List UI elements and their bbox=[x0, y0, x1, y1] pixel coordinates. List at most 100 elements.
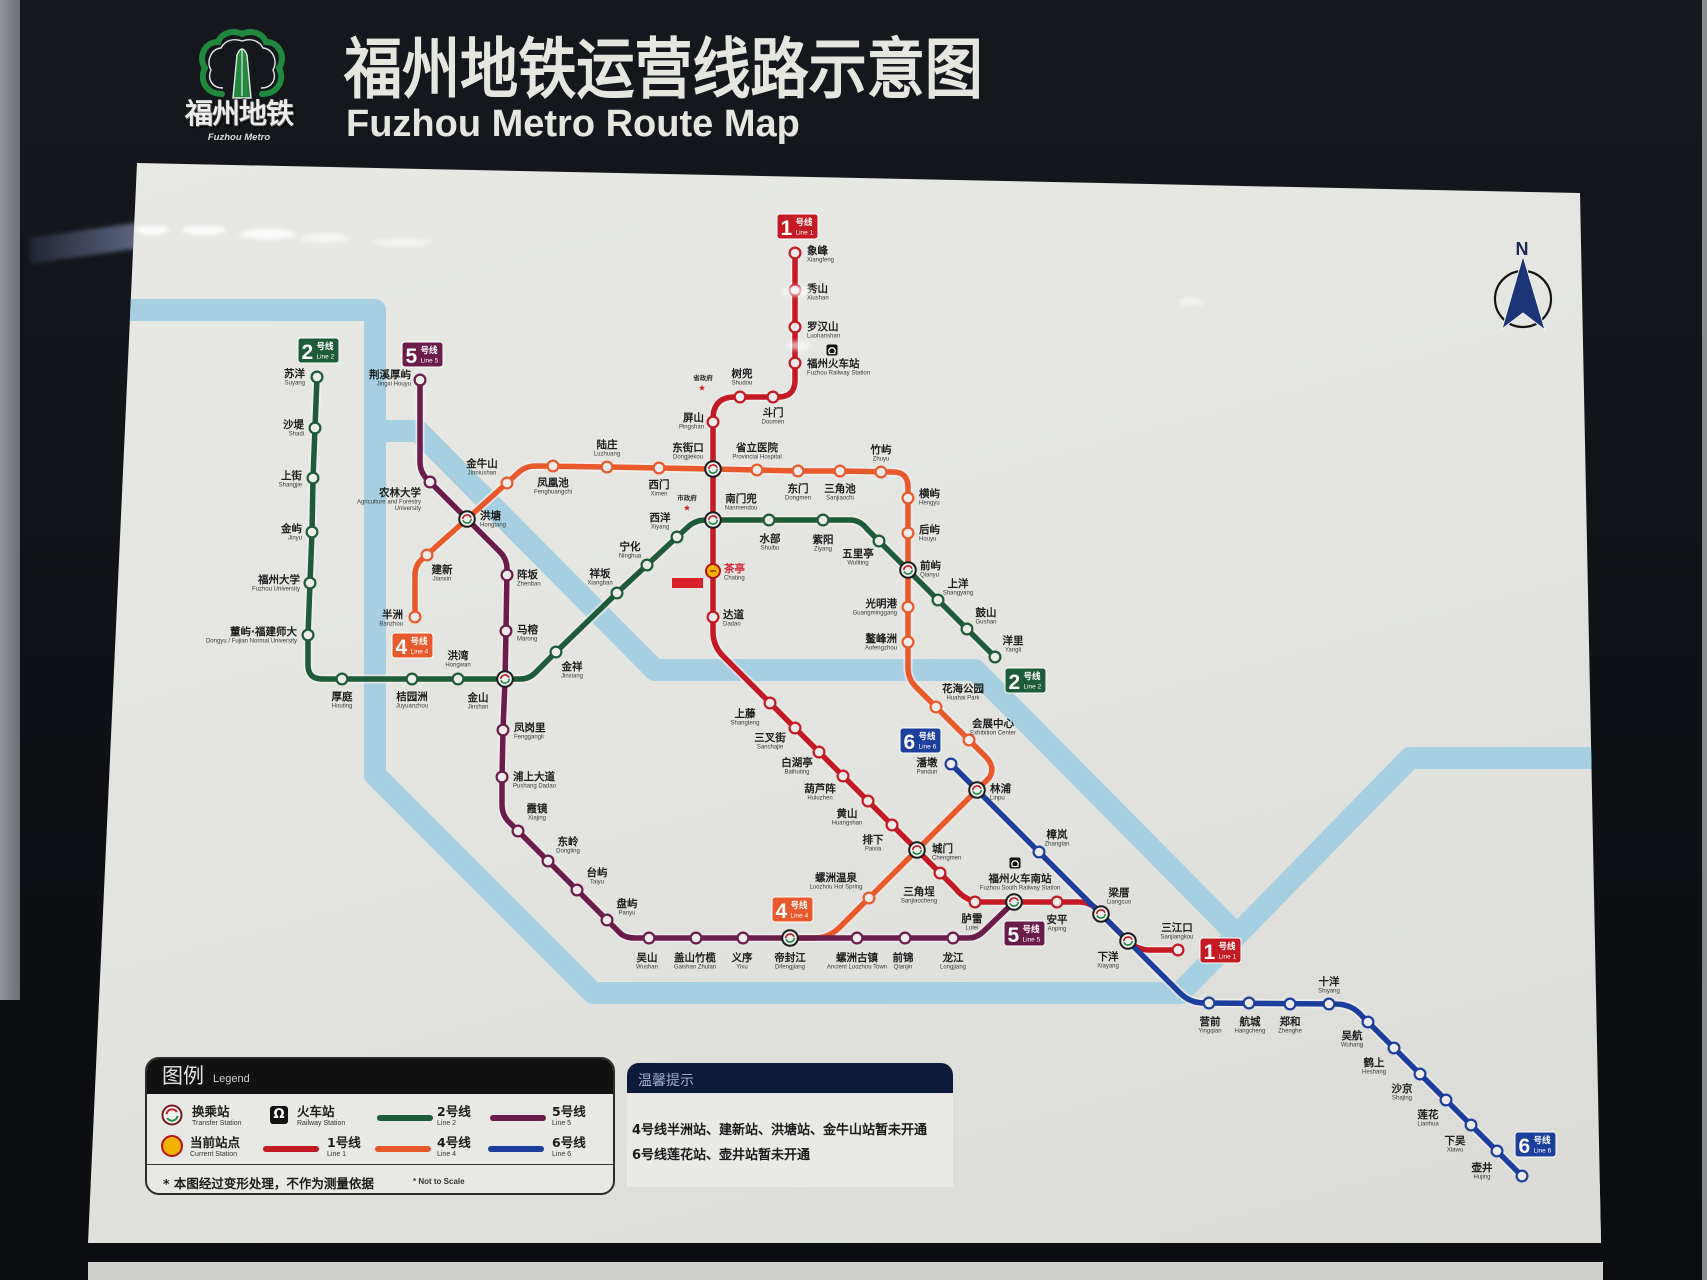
station[interactable] bbox=[901, 635, 915, 649]
station-marker[interactable] bbox=[962, 733, 976, 747]
station-marker[interactable] bbox=[1515, 1169, 1529, 1183]
station-marker[interactable] bbox=[816, 513, 830, 527]
station[interactable] bbox=[496, 670, 514, 688]
station-marker[interactable] bbox=[1322, 997, 1336, 1011]
station[interactable] bbox=[762, 513, 776, 527]
station-marker[interactable] bbox=[1464, 1118, 1478, 1132]
station-marker[interactable] bbox=[750, 463, 764, 477]
station[interactable] bbox=[862, 891, 876, 905]
station[interactable] bbox=[929, 700, 943, 714]
station-marker[interactable] bbox=[1387, 1041, 1401, 1055]
transfer-station-icon[interactable] bbox=[458, 510, 476, 528]
station-marker[interactable] bbox=[600, 460, 614, 474]
station[interactable] bbox=[791, 464, 805, 478]
station-marker[interactable] bbox=[929, 700, 943, 714]
station-marker[interactable] bbox=[495, 770, 509, 784]
station-marker[interactable] bbox=[1490, 1144, 1504, 1158]
station[interactable] bbox=[874, 465, 888, 479]
station-marker[interactable] bbox=[301, 628, 315, 642]
station[interactable] bbox=[500, 476, 514, 490]
station-marker[interactable] bbox=[670, 530, 684, 544]
station[interactable] bbox=[600, 913, 614, 927]
station[interactable] bbox=[451, 672, 465, 686]
station[interactable] bbox=[570, 883, 584, 897]
transfer-station-icon[interactable] bbox=[704, 460, 722, 478]
station[interactable] bbox=[962, 733, 976, 747]
transfer-station-icon[interactable] bbox=[1005, 893, 1023, 911]
station-marker[interactable] bbox=[640, 558, 654, 572]
station-marker[interactable] bbox=[500, 476, 514, 490]
station-marker[interactable] bbox=[850, 931, 864, 945]
station[interactable] bbox=[901, 491, 915, 505]
station-marker[interactable] bbox=[511, 824, 525, 838]
station[interactable] bbox=[1202, 996, 1216, 1010]
station-marker[interactable] bbox=[308, 421, 322, 435]
station[interactable] bbox=[1439, 1093, 1453, 1107]
station-marker[interactable] bbox=[788, 320, 802, 334]
station-marker[interactable] bbox=[420, 548, 434, 562]
station-marker[interactable] bbox=[1242, 996, 1256, 1010]
station[interactable] bbox=[1490, 1144, 1504, 1158]
station-marker[interactable] bbox=[600, 913, 614, 927]
station-marker[interactable] bbox=[766, 390, 780, 404]
station[interactable] bbox=[1322, 997, 1336, 1011]
station-marker[interactable] bbox=[303, 576, 317, 590]
station-marker[interactable] bbox=[901, 635, 915, 649]
station-marker[interactable] bbox=[931, 593, 945, 607]
station[interactable] bbox=[405, 672, 419, 686]
station[interactable] bbox=[704, 511, 722, 529]
station[interactable] bbox=[303, 576, 317, 590]
station[interactable] bbox=[850, 931, 864, 945]
station-marker[interactable] bbox=[1032, 845, 1046, 859]
station[interactable] bbox=[788, 246, 802, 260]
station[interactable] bbox=[600, 460, 614, 474]
station-marker[interactable] bbox=[874, 465, 888, 479]
station[interactable] bbox=[908, 841, 926, 859]
station[interactable] bbox=[511, 824, 525, 838]
station[interactable] bbox=[968, 895, 982, 909]
station-marker[interactable] bbox=[763, 696, 777, 710]
station[interactable] bbox=[885, 818, 899, 832]
station-marker[interactable] bbox=[1171, 943, 1185, 957]
station[interactable] bbox=[988, 650, 1002, 664]
station-marker[interactable] bbox=[306, 471, 320, 485]
station[interactable] bbox=[500, 568, 514, 582]
station[interactable] bbox=[960, 622, 974, 636]
station[interactable] bbox=[901, 526, 915, 540]
station[interactable] bbox=[836, 769, 850, 783]
station[interactable] bbox=[301, 628, 315, 642]
station-marker[interactable] bbox=[570, 883, 584, 897]
station-marker[interactable] bbox=[549, 645, 563, 659]
station[interactable] bbox=[763, 696, 777, 710]
station-marker[interactable] bbox=[499, 624, 513, 638]
transfer-station-icon[interactable] bbox=[908, 841, 926, 859]
station-marker[interactable] bbox=[733, 390, 747, 404]
station[interactable] bbox=[944, 757, 958, 771]
station[interactable] bbox=[670, 530, 684, 544]
station[interactable] bbox=[781, 929, 799, 947]
station[interactable] bbox=[541, 854, 555, 868]
station[interactable] bbox=[933, 866, 947, 880]
station-marker[interactable] bbox=[1361, 1015, 1375, 1029]
station-marker[interactable] bbox=[451, 672, 465, 686]
transfer-station-icon[interactable] bbox=[781, 929, 799, 947]
station-marker[interactable] bbox=[833, 464, 847, 478]
station-marker[interactable] bbox=[1413, 1067, 1427, 1081]
station-marker[interactable] bbox=[310, 370, 324, 384]
station[interactable] bbox=[1050, 895, 1064, 909]
station[interactable] bbox=[704, 460, 722, 478]
station[interactable] bbox=[420, 548, 434, 562]
station-marker[interactable] bbox=[1050, 895, 1064, 909]
station-marker[interactable] bbox=[1283, 997, 1297, 1011]
station-marker[interactable] bbox=[788, 246, 802, 260]
station[interactable] bbox=[640, 558, 654, 572]
station-marker[interactable] bbox=[788, 356, 802, 370]
station[interactable] bbox=[861, 794, 875, 808]
station[interactable] bbox=[652, 461, 666, 475]
station-marker[interactable] bbox=[1439, 1093, 1453, 1107]
